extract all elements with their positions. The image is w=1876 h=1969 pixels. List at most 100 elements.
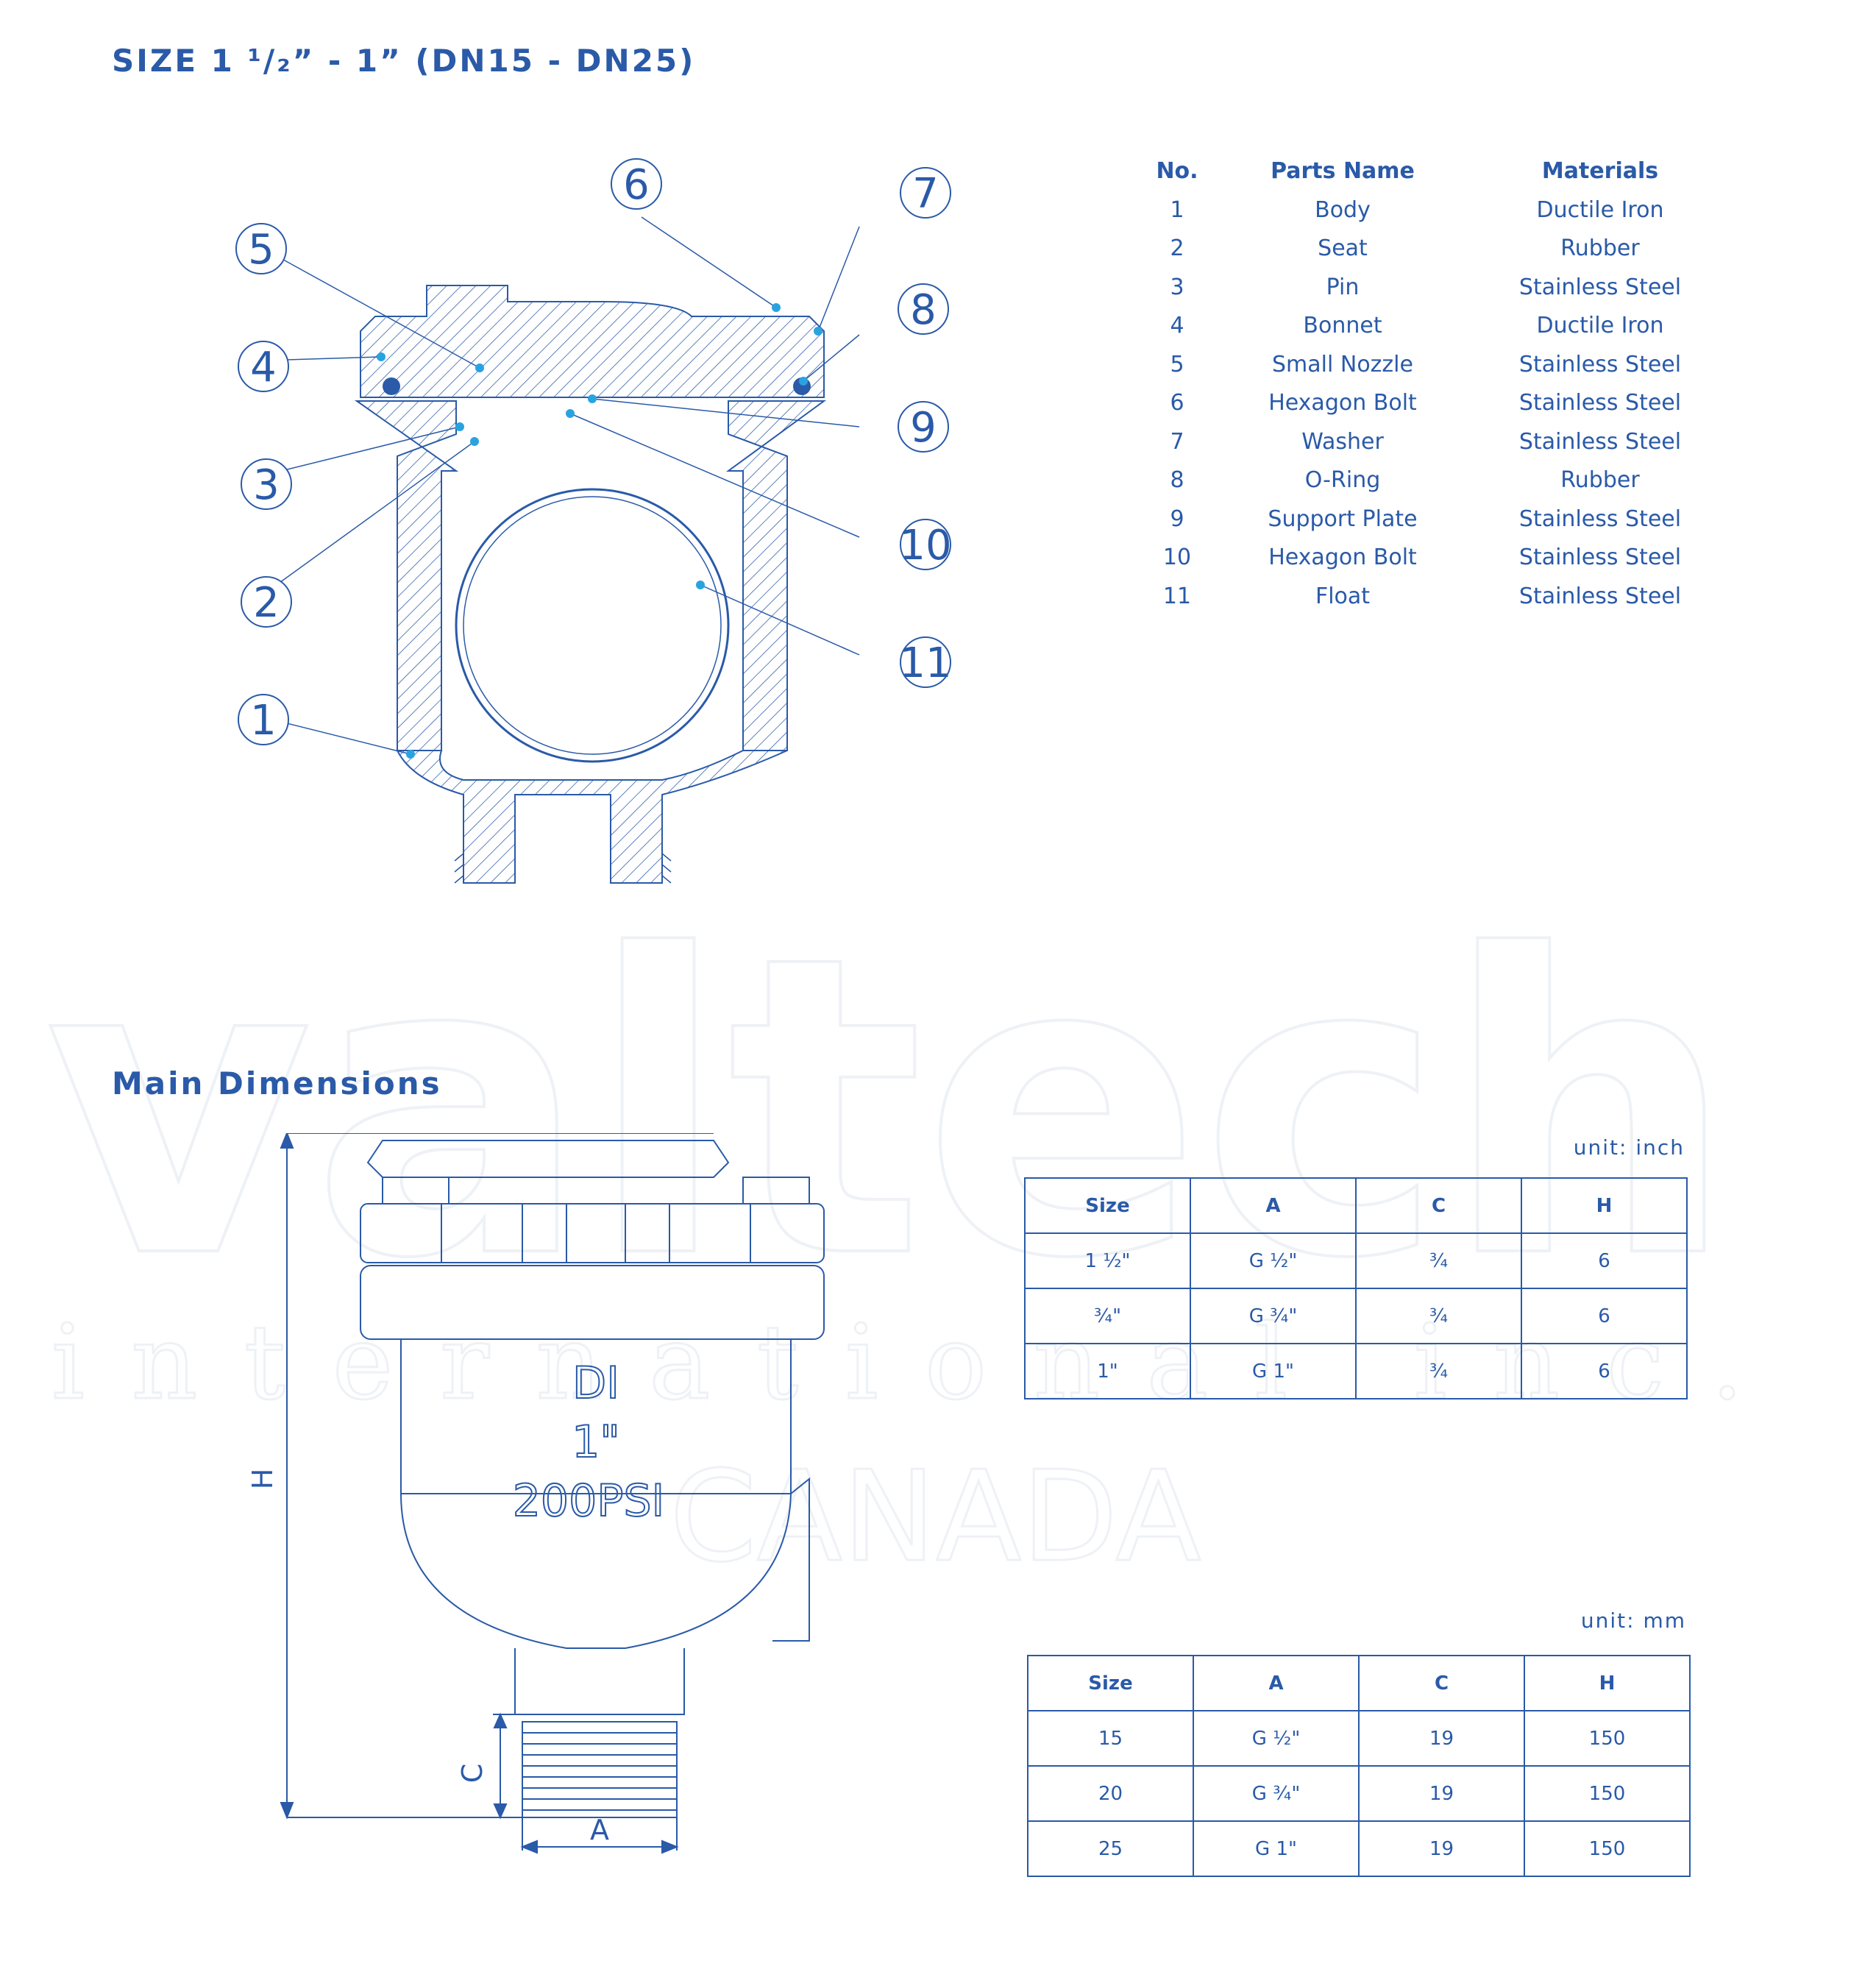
cell-c: 19 bbox=[1358, 1710, 1525, 1767]
cell-size: 20 bbox=[1027, 1765, 1194, 1822]
cell-a: G ¾" bbox=[1190, 1288, 1357, 1344]
part-material: Stainless Steel bbox=[1518, 428, 1682, 455]
svg-text:1: 1 bbox=[250, 697, 277, 745]
part-material: Stainless Steel bbox=[1518, 390, 1682, 416]
part-material: Stainless Steel bbox=[1518, 351, 1682, 377]
table-row: 4 Bonnet Ductile Iron bbox=[1133, 307, 1736, 346]
part-no: 9 bbox=[1170, 505, 1184, 532]
svg-text:8: 8 bbox=[910, 286, 937, 334]
part-no: 5 bbox=[1170, 351, 1184, 377]
parts-header-material: Materials bbox=[1541, 157, 1659, 184]
svg-text:7: 7 bbox=[912, 170, 939, 218]
cell-h: 6 bbox=[1521, 1343, 1688, 1399]
part-no: 3 bbox=[1170, 274, 1184, 300]
callout-1: 1 bbox=[238, 694, 289, 745]
svg-text:10: 10 bbox=[899, 522, 951, 570]
part-no: 2 bbox=[1170, 235, 1184, 262]
svg-text:4: 4 bbox=[250, 344, 277, 391]
header-h: H bbox=[1524, 1655, 1691, 1711]
svg-text:6: 6 bbox=[623, 161, 650, 209]
dimension-label-c: C bbox=[456, 1764, 488, 1784]
table-header-row: Size A C H bbox=[1024, 1177, 1688, 1234]
cell-c: 19 bbox=[1358, 1820, 1525, 1877]
part-material: Ductile Iron bbox=[1536, 313, 1664, 339]
svg-text:11: 11 bbox=[899, 639, 951, 687]
part-material: Ductile Iron bbox=[1536, 196, 1664, 223]
cell-c: ¾ bbox=[1355, 1343, 1522, 1399]
body-mark-di: DI bbox=[572, 1358, 619, 1409]
cell-c: ¾ bbox=[1355, 1232, 1522, 1289]
dimension-label-a: A bbox=[590, 1814, 609, 1846]
float-ball bbox=[455, 488, 730, 763]
header-size: Size bbox=[1024, 1177, 1191, 1234]
svg-text:9: 9 bbox=[910, 404, 937, 452]
callout-8: 8 bbox=[898, 283, 949, 335]
callout-5: 5 bbox=[235, 223, 287, 274]
part-name: Support Plate bbox=[1268, 505, 1418, 532]
cell-h: 150 bbox=[1524, 1710, 1691, 1767]
callout-2: 2 bbox=[241, 576, 292, 628]
header-c: C bbox=[1355, 1177, 1522, 1234]
callout-6: 6 bbox=[611, 158, 662, 210]
header-a: A bbox=[1190, 1177, 1357, 1234]
header-size: Size bbox=[1027, 1655, 1194, 1711]
part-no: 7 bbox=[1170, 428, 1184, 455]
cell-a: G ½" bbox=[1190, 1232, 1357, 1289]
unit-mm-label: unit: mm bbox=[1580, 1608, 1686, 1633]
cell-size: ¾" bbox=[1024, 1288, 1191, 1344]
main-dimensions-title: Main Dimensions bbox=[112, 1065, 442, 1101]
valve-section-drawing: 1 2 3 4 5 6 7 8 9 10 11 bbox=[235, 158, 952, 884]
cell-a: G 1" bbox=[1190, 1343, 1357, 1399]
part-material: Stainless Steel bbox=[1518, 274, 1682, 300]
cell-a: G ¾" bbox=[1193, 1765, 1360, 1822]
body-mark-pressure: 200PSI bbox=[513, 1475, 664, 1527]
part-name: Seat bbox=[1318, 235, 1368, 262]
svg-text:2: 2 bbox=[253, 579, 280, 627]
cell-size: 25 bbox=[1027, 1820, 1194, 1877]
part-name: Pin bbox=[1326, 274, 1360, 300]
svg-text:3: 3 bbox=[253, 461, 280, 509]
cell-size: 15 bbox=[1027, 1710, 1194, 1767]
o-ring-left bbox=[383, 377, 400, 395]
body-mark-size: 1" bbox=[572, 1416, 620, 1468]
part-no: 6 bbox=[1170, 390, 1184, 416]
cell-a: G ½" bbox=[1193, 1710, 1360, 1767]
callout-4: 4 bbox=[238, 341, 289, 392]
cell-h: 150 bbox=[1524, 1820, 1691, 1877]
part-name: O-Ring bbox=[1304, 467, 1381, 494]
callout-9: 9 bbox=[898, 401, 949, 453]
part-material: Stainless Steel bbox=[1518, 505, 1682, 532]
header-h: H bbox=[1521, 1177, 1688, 1234]
cell-c: 19 bbox=[1358, 1765, 1525, 1822]
part-material: Rubber bbox=[1560, 467, 1640, 494]
part-no: 4 bbox=[1170, 313, 1184, 339]
cell-h: 6 bbox=[1521, 1288, 1688, 1344]
part-name: Float bbox=[1315, 583, 1371, 609]
callout-11: 11 bbox=[899, 636, 952, 688]
part-name: Bonnet bbox=[1303, 313, 1382, 339]
cell-h: 6 bbox=[1521, 1232, 1688, 1289]
parts-header-row: No. Parts Name Materials bbox=[1133, 151, 1736, 191]
part-no: 10 bbox=[1162, 544, 1192, 571]
cell-size: 1 ½" bbox=[1024, 1232, 1191, 1289]
header-c: C bbox=[1358, 1655, 1525, 1711]
cell-size: 1" bbox=[1024, 1343, 1191, 1399]
callout-10: 10 bbox=[899, 519, 952, 570]
table-header-row: Size A C H bbox=[1027, 1655, 1691, 1711]
